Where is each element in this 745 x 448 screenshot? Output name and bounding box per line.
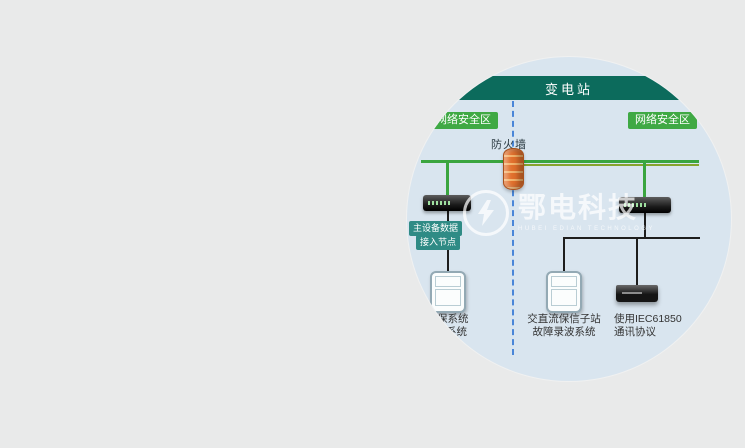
caption-middle-line1: 交直流保信子站	[527, 313, 601, 325]
zone-divider-dashed-line	[512, 101, 514, 355]
fault-recorder-icon	[616, 285, 658, 302]
zone-label-left: 网络安全区	[429, 112, 498, 129]
caption-middle: 交直流保信子站 故障录波系统	[517, 313, 611, 339]
firewall-icon	[503, 148, 524, 190]
diagram-circle: 变电站 网络安全区 网络安全区 防火墙 主设备数据 接入节点	[407, 57, 731, 381]
caption-left-line2: 系统	[446, 326, 467, 338]
bus-riser-right	[643, 160, 646, 199]
lightning-bolt-icon	[478, 200, 494, 226]
caption-left: 保系统 系统	[437, 313, 469, 339]
network-bus-horizontal	[421, 160, 699, 163]
substation-header-bar: 变电站	[407, 76, 731, 100]
substation-title: 变电站	[544, 81, 593, 97]
wire-drop-recorder	[636, 237, 638, 285]
access-node-label-line2: 接入节点	[416, 235, 461, 250]
access-node-label-line1: 主设备数据	[409, 221, 463, 236]
relay-grid	[551, 289, 577, 306]
zone-label-right: 网络安全区	[628, 112, 697, 129]
caption-right-line2: 通讯协议	[614, 326, 656, 338]
caption-left-line1: 保系统	[437, 313, 469, 325]
relay-device-left-icon	[430, 271, 466, 313]
wire-drop-middle-device	[563, 237, 565, 271]
switch-right-icon	[619, 197, 671, 213]
caption-right-line1: 使用IEC61850	[614, 313, 682, 325]
caption-right: 使用IEC61850 通讯协议	[614, 313, 682, 339]
relay-screen	[435, 276, 461, 287]
network-bus-secondary	[519, 164, 699, 166]
relay-device-middle-icon	[546, 271, 582, 313]
wire-right-bus	[563, 237, 700, 239]
wire-switch-to-right-bus	[644, 213, 646, 238]
relay-screen	[551, 276, 577, 287]
switch-left-icon	[423, 195, 471, 211]
bus-riser-left	[446, 160, 449, 197]
relay-grid	[435, 289, 461, 306]
watermark-subtitle: HUBEI EDIAN TECHNOLOGY	[518, 226, 655, 232]
caption-middle-line2: 故障录波系统	[532, 326, 596, 338]
